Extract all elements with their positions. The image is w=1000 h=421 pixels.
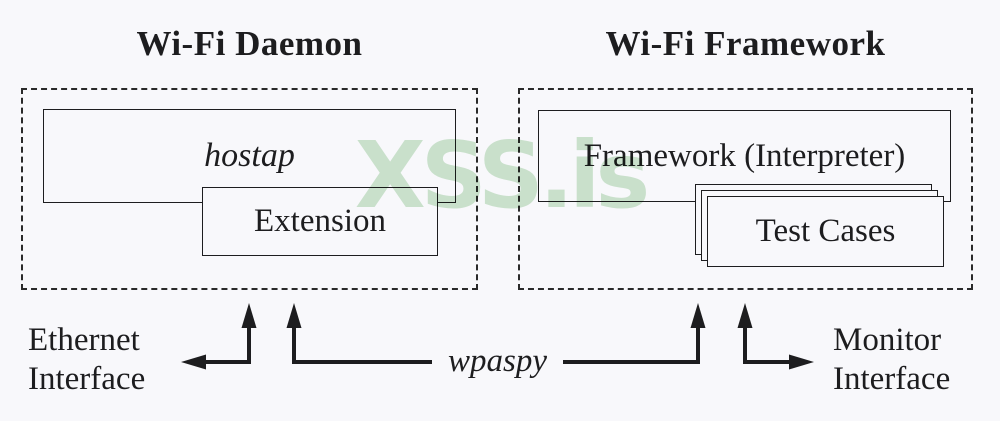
monitor-arrow bbox=[737, 303, 814, 370]
wpaspy-left-arrow bbox=[286, 303, 432, 364]
interpreter-label: Framework (Interpreter) bbox=[583, 137, 906, 174]
ethernet-interface-label: Ethernet Interface bbox=[28, 322, 146, 397]
daemon-dashed-box bbox=[21, 88, 478, 290]
testcases-label: Test Cases bbox=[755, 213, 896, 249]
wpaspy-right-arrow bbox=[563, 303, 706, 364]
framework-dashed-box bbox=[518, 88, 973, 290]
extension-label: Extension bbox=[254, 203, 386, 239]
extension-box: Extension bbox=[202, 187, 438, 256]
monitor-interface-label: Monitor Interface bbox=[833, 322, 951, 397]
hostap-label: hostap bbox=[204, 137, 295, 174]
wifi-framework-title: Wi-Fi Framework bbox=[605, 24, 886, 63]
testcase-card-front: Test Cases bbox=[707, 196, 944, 267]
ethernet-arrow bbox=[181, 303, 257, 370]
wpaspy-label: wpaspy bbox=[448, 343, 547, 379]
wifi-daemon-title: Wi-Fi Daemon bbox=[136, 24, 363, 63]
